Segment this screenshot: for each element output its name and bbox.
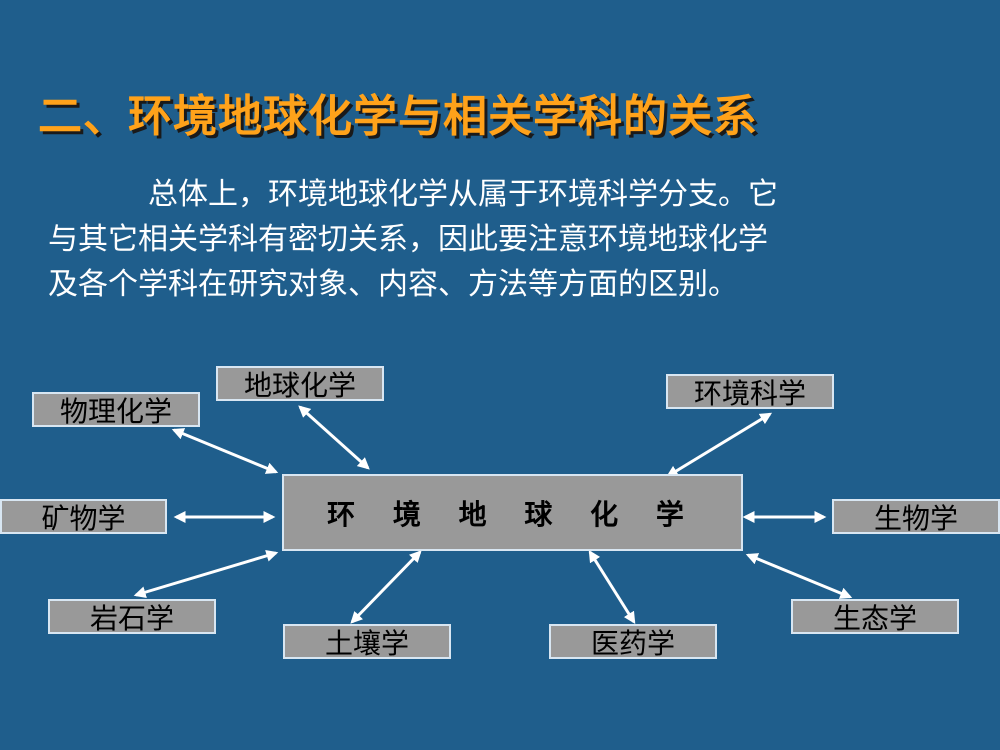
arrow-physical-chemistry <box>171 428 279 474</box>
arrow-geochemistry <box>298 405 370 470</box>
paragraph-line-2: 与其它相关学科有密切关系，因此要注意环境地球化学 <box>48 222 768 257</box>
node-geochemistry: 地球化学 <box>216 366 384 402</box>
arrow-soil-science <box>350 550 422 624</box>
arrow-environmental-science <box>665 412 773 478</box>
paragraph-line-3: 及各个学科在研究对象、内容、方法等方面的区别。 <box>48 267 738 302</box>
center-node-environmental-geochemistry: 环 境 地 球 化 学 <box>282 474 743 551</box>
arrow-petrology <box>133 550 279 598</box>
node-petrology: 岩石学 <box>48 599 216 635</box>
intro-paragraph: 总体上，环境地球化学从属于环境科学分支。它 与其它相关学科有密切关系，因此要注意… <box>48 172 988 307</box>
node-soil-science: 土壤学 <box>283 624 451 660</box>
arrow-ecology <box>745 553 853 599</box>
node-medicine: 医药学 <box>549 624 717 660</box>
arrow-medicine <box>588 549 636 625</box>
paragraph-line-1: 总体上，环境地球化学从属于环境科学分支。它 <box>148 177 778 212</box>
node-mineralogy: 矿物学 <box>0 499 167 535</box>
slide-title: 二、环境地球化学与相关学科的关系 <box>38 91 758 142</box>
node-ecology: 生态学 <box>791 599 959 635</box>
node-physical-chemistry: 物理化学 <box>32 392 200 428</box>
node-biology: 生物学 <box>832 499 1000 535</box>
node-environmental-science: 环境科学 <box>666 374 834 410</box>
